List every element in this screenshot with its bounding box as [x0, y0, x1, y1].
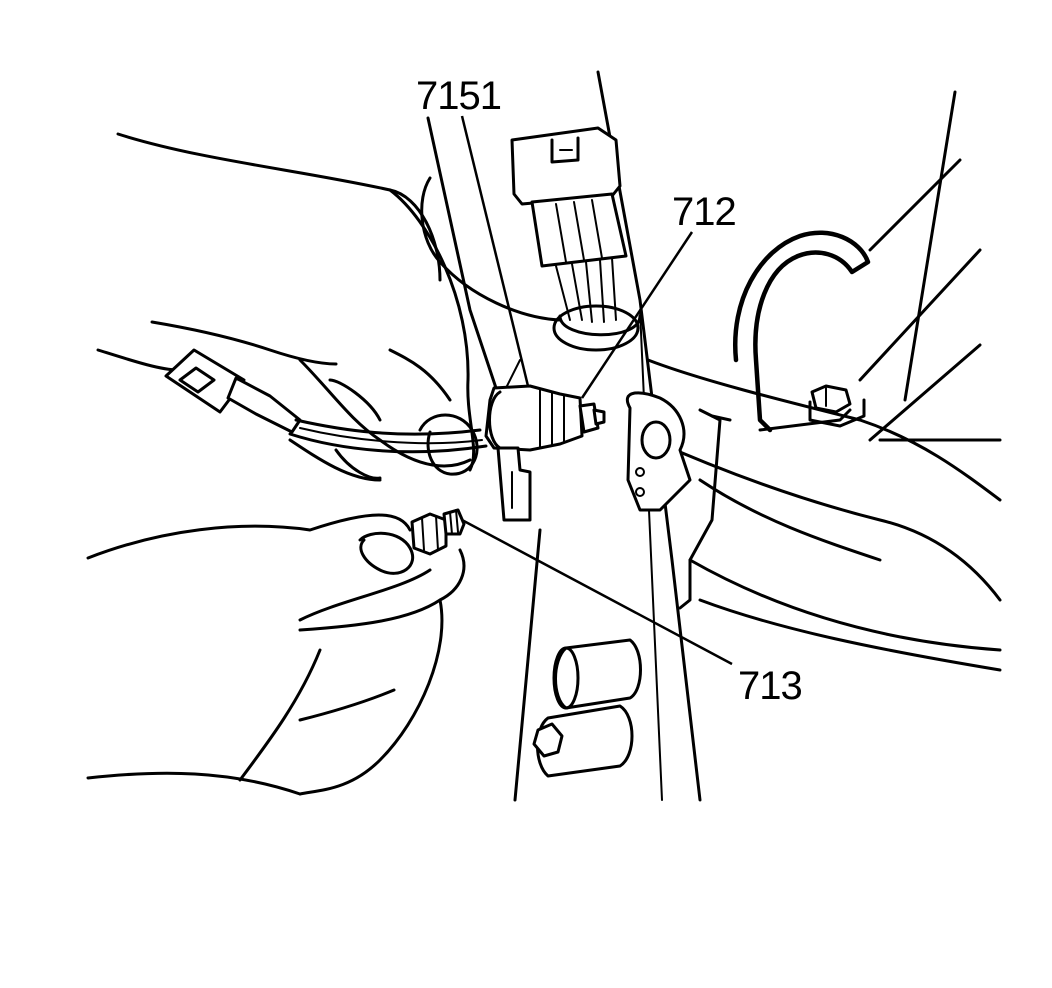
sensor-cable-plug [164, 348, 488, 454]
leader-lines [460, 115, 733, 666]
callout-712: 712 [672, 190, 737, 234]
lower-fittings [532, 638, 642, 778]
lower-hand [86, 513, 466, 796]
leader-713 [461, 518, 733, 666]
pedal-arm [626, 391, 732, 610]
wiring-harness-connector [510, 126, 642, 352]
callout-7151: 7151 [416, 74, 502, 118]
adjuster-bolt [410, 508, 466, 556]
upper-hand [96, 132, 479, 482]
stop-lamp-switch [484, 384, 606, 522]
leader-712 [580, 231, 694, 399]
leader-7151 [460, 115, 530, 387]
callout-713: 713 [738, 664, 803, 708]
pedal-bracket [646, 90, 1002, 672]
